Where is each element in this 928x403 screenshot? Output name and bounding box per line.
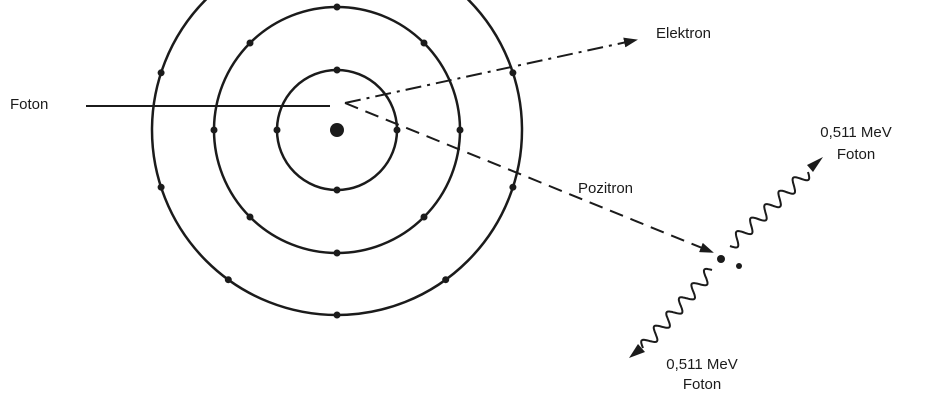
annihilation-photon-upper <box>730 172 809 248</box>
electron-trajectory <box>345 40 636 103</box>
shell-electron <box>211 127 218 134</box>
shell-electron <box>334 250 341 257</box>
label-pozitron: Pozitron <box>578 180 633 198</box>
photon-upper-energy: 0,511 MeV <box>806 124 906 142</box>
shell-electron <box>509 184 516 191</box>
shell-electron <box>225 276 232 283</box>
shell-electron <box>274 127 281 134</box>
shell-electron <box>334 4 341 11</box>
shell-electron <box>334 312 341 319</box>
positron-trajectory <box>345 103 712 252</box>
shell-electron <box>457 127 464 134</box>
atom-shell-outer <box>152 0 522 315</box>
shell-electron <box>334 187 341 194</box>
shell-electron <box>158 184 165 191</box>
label-photon-upper: 0,511 MeV Foton <box>806 124 906 164</box>
annihilation-partner-dot <box>736 263 742 269</box>
shell-electron <box>334 67 341 74</box>
photon-upper-name: Foton <box>806 146 906 164</box>
shell-electron <box>421 40 428 47</box>
label-elektron: Elektron <box>656 25 711 43</box>
photon-lower-name: Foton <box>652 376 752 394</box>
annihilation-photon-lower <box>641 269 712 348</box>
shell-electron <box>509 69 516 76</box>
photon-lower-energy: 0,511 MeV <box>652 356 752 374</box>
nucleus <box>330 123 344 137</box>
shell-electron <box>158 69 165 76</box>
shell-electron <box>247 40 254 47</box>
shell-electron <box>247 214 254 221</box>
annihilation-point <box>717 255 725 263</box>
shell-electron <box>394 127 401 134</box>
shell-electrons <box>158 0 517 319</box>
label-photon-lower: 0,511 MeV Foton <box>652 356 752 394</box>
shell-electron <box>421 214 428 221</box>
label-foton-incoming: Foton <box>10 96 48 114</box>
shell-electron <box>442 276 449 283</box>
